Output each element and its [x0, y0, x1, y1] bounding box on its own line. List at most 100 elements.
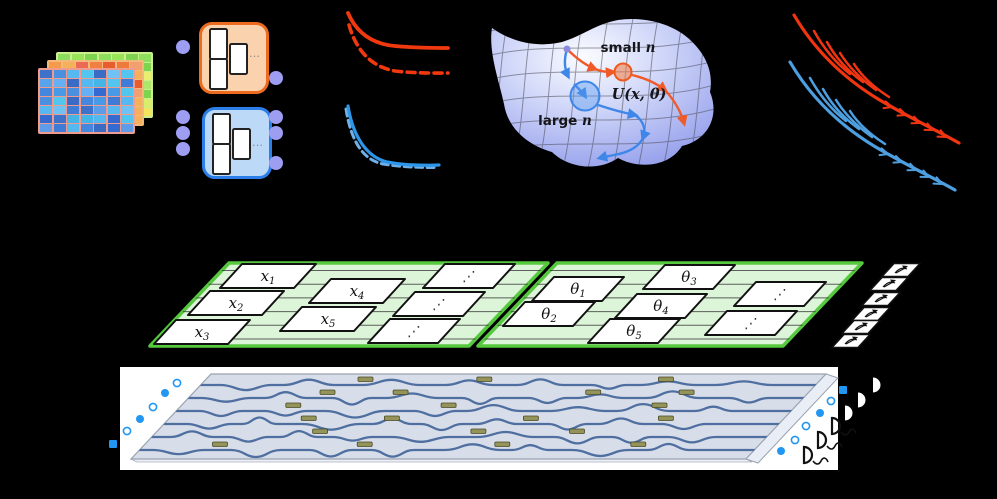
- heatmap-cell: [94, 115, 106, 123]
- photon-dot-hollow: [790, 435, 800, 445]
- mode-dot: [269, 126, 283, 140]
- heatmap-cell: [53, 70, 66, 78]
- dots-tile-label: ⋰: [407, 324, 421, 340]
- heatmap-cell: [121, 79, 133, 87]
- heatmap-cell: [80, 115, 93, 123]
- data-tile: [153, 319, 251, 345]
- param-tile: [587, 318, 681, 344]
- small-batch-ball: [613, 62, 633, 82]
- heatmap-cell: [67, 70, 79, 78]
- phase-shifter: [494, 441, 511, 447]
- phase-shifter: [585, 389, 602, 395]
- phase-shifter: [476, 376, 493, 382]
- phase-shifter: [678, 389, 695, 395]
- heatmap-cell: [80, 70, 93, 78]
- trajectory-bundle-red: [792, 13, 961, 145]
- phase-shifter: [392, 389, 409, 395]
- param-tile: [502, 301, 596, 327]
- heatmap-cell: [67, 88, 79, 96]
- phase-shifter: [658, 376, 674, 382]
- heatmap-cell: [94, 97, 106, 105]
- gate-block: [229, 43, 248, 75]
- photon-dot-hollow: [172, 378, 182, 388]
- mode-dot: [269, 110, 283, 124]
- measurement-gauge-icon: [861, 291, 901, 307]
- phase-shifter: [212, 441, 228, 447]
- loss-curve-red-solid: [346, 11, 450, 50]
- heatmap-cell: [53, 124, 66, 132]
- data-tile-label: x2: [229, 294, 244, 314]
- mode-dot: [269, 71, 283, 85]
- data-tile: [187, 290, 285, 316]
- unitary-label: U(x, θ): [612, 86, 667, 103]
- heatmap-cell: [53, 106, 66, 114]
- phase-shifter: [383, 415, 400, 421]
- heatmap-cell: [130, 71, 142, 79]
- phase-shifters: [212, 376, 695, 447]
- loss-curve-blue-dashed: [344, 107, 436, 169]
- heatmap-cell: [80, 79, 93, 87]
- ellipsis: …: [249, 47, 261, 60]
- heatmap-cell: [80, 88, 93, 96]
- param-tile-label: θ3: [681, 268, 696, 288]
- detector-icon: [873, 377, 881, 393]
- heatmap-cell: [107, 70, 120, 78]
- phase-shifter: [285, 402, 302, 408]
- phase-shifter: [440, 402, 457, 408]
- data-tile: [308, 278, 406, 304]
- heatmap-cell: [130, 62, 142, 70]
- heatmap-cell: [80, 124, 93, 132]
- heatmap-cell: [49, 62, 61, 70]
- phase-shifter: [658, 415, 674, 421]
- heatmap-cell: [139, 90, 151, 98]
- phase-shifter: [470, 428, 487, 434]
- detector-icon: [802, 445, 814, 465]
- param-tile-label: θ2: [541, 305, 556, 325]
- signal-squiggle: [826, 442, 843, 450]
- measurement-gauge-icon: [831, 333, 871, 349]
- heatmap-cell: [40, 97, 52, 105]
- gate-block: [209, 58, 228, 90]
- heatmap-cell: [89, 62, 102, 70]
- param-tile-label: θ1: [570, 280, 585, 300]
- heatmap-cell: [85, 54, 97, 62]
- ellipsis: …: [252, 136, 264, 149]
- heatmap-cell: [130, 116, 142, 124]
- gate-block: [212, 143, 231, 175]
- heatmap-cell: [139, 54, 151, 62]
- heatmap-cell: [107, 88, 120, 96]
- heatmap-cell: [94, 79, 106, 87]
- data-tile: [279, 306, 377, 332]
- photon-dot: [161, 389, 169, 397]
- dots-tile: [422, 263, 516, 289]
- phase-shifter: [569, 428, 585, 434]
- dots-tile-label: ⋰: [462, 269, 476, 285]
- photon-dot-hollow: [148, 402, 158, 412]
- heatmap-cell: [107, 79, 120, 87]
- heatmap-cell: [107, 97, 120, 105]
- model-panel: … …: [0, 0, 320, 200]
- input-data-heatmap: [38, 52, 154, 136]
- waveguide: [187, 390, 805, 406]
- photon-dot: [777, 447, 785, 455]
- heatmap-cell: [67, 115, 79, 123]
- heatmap-cell: [130, 80, 142, 88]
- detector-icon: [816, 430, 828, 450]
- small-n-label: small n: [601, 40, 656, 56]
- chip-right-facet: [745, 373, 839, 464]
- heatmap-cell: [112, 54, 124, 62]
- photon-dot: [816, 409, 824, 417]
- heatmap-cell: [53, 115, 66, 123]
- heatmap-cell: [107, 106, 120, 114]
- heatmap-cell: [107, 124, 120, 132]
- photon-dot-hollow: [826, 396, 836, 406]
- data-tile-label: x3: [195, 323, 210, 343]
- measurement-gauge-icon: [851, 306, 891, 322]
- heatmap-cell: [40, 115, 52, 123]
- heatmap-cell: [94, 106, 106, 114]
- heatmap-cell: [80, 106, 93, 114]
- heatmap-cell: [67, 124, 79, 132]
- data-tile: [219, 263, 317, 289]
